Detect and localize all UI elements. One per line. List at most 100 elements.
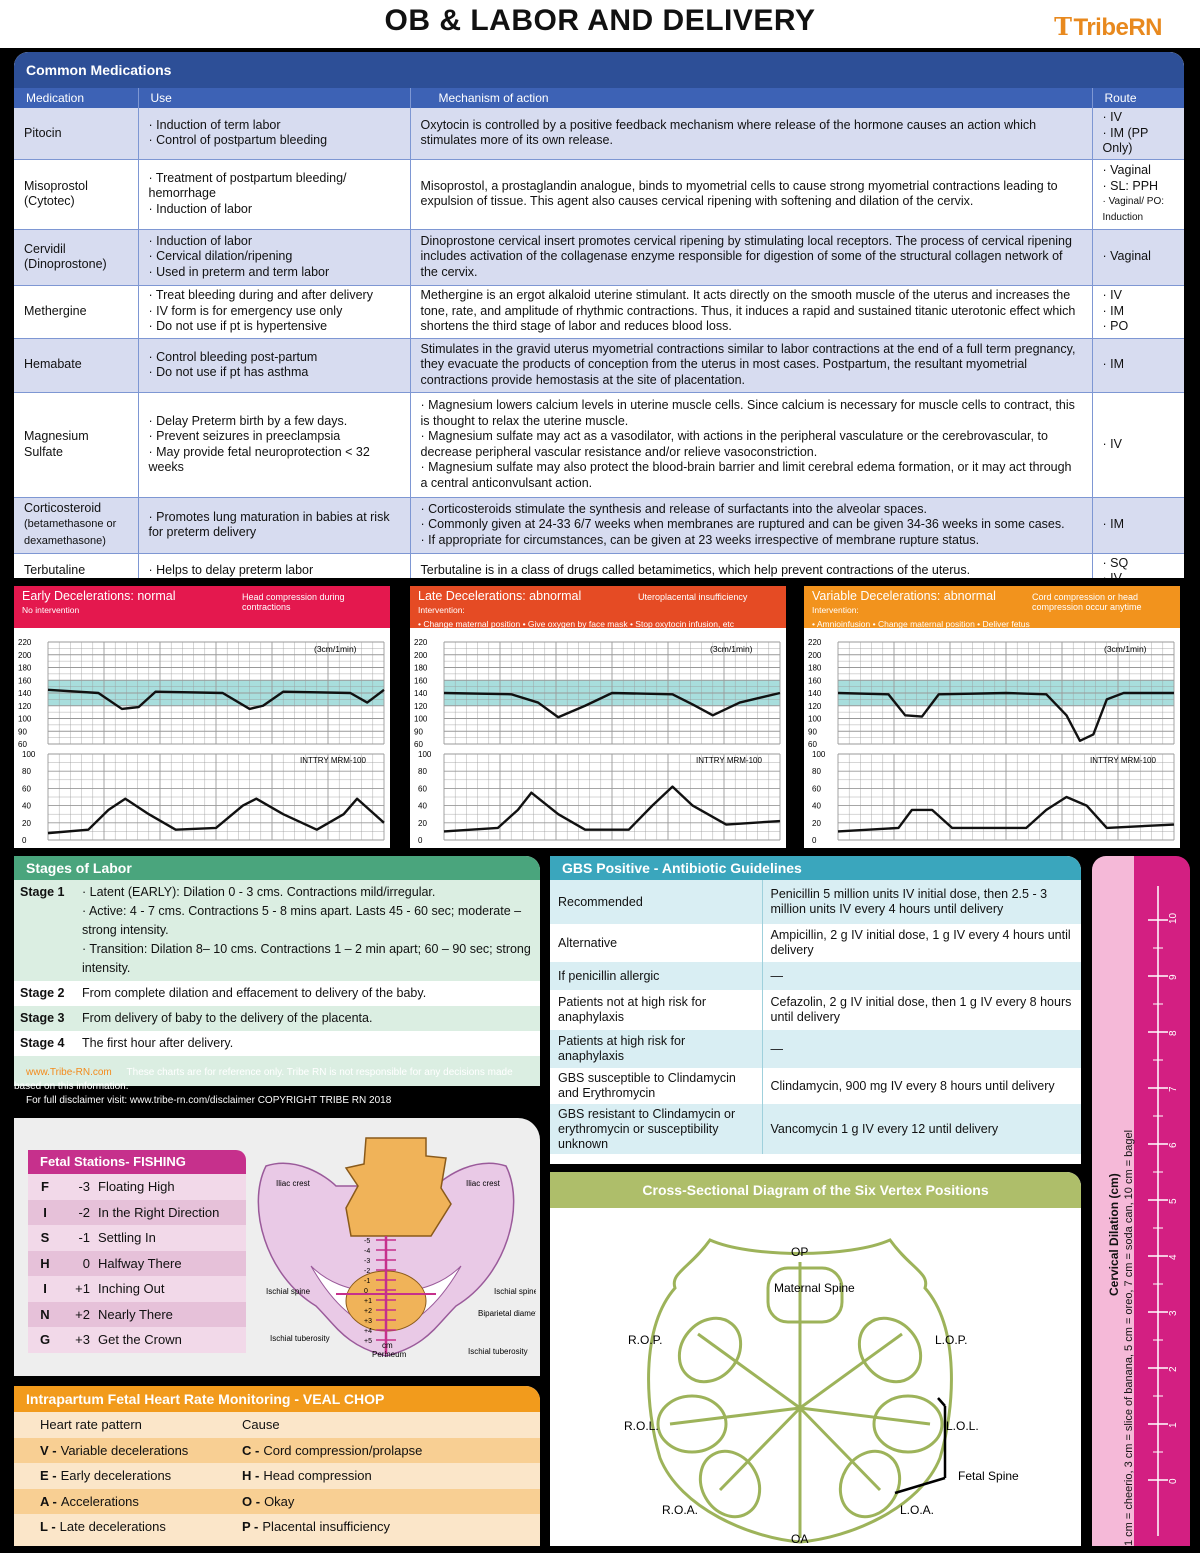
page-title: OB & LABOR AND DELIVERY: [384, 4, 816, 37]
use-item: Do not use if pt is hypertensive: [149, 319, 400, 335]
cause-key: H -: [242, 1468, 260, 1484]
disclaimer: www.Tribe-RN.com These charts are for re…: [14, 1066, 540, 1108]
station-tick-label: +4: [364, 1328, 372, 1335]
rop-head: [677, 1316, 743, 1384]
route-cell: IM: [1092, 497, 1184, 554]
label-loa: L.O.A.: [900, 1503, 934, 1517]
medication-name-cell: Misoprostol (Cytotec): [14, 159, 139, 230]
medication-name: Magnesium Sulfate: [24, 429, 89, 459]
uc-tick-label: 100: [418, 750, 432, 759]
medication-name-cell: Methergine: [14, 285, 139, 339]
strip-cause: Head compression during contractions: [242, 592, 345, 612]
use-item: Control of postpartum bleeding: [149, 133, 400, 149]
gbs-condition: If penicillin allergic: [550, 962, 763, 990]
logo-text: TribeRN: [1073, 14, 1162, 41]
fhr-tick-label: 90: [808, 727, 817, 736]
fhr-tick-label: 180: [18, 664, 32, 673]
cause-text: Cord compression/prolapse: [263, 1442, 423, 1458]
use-item: Induction of labor: [149, 234, 400, 250]
ruler-tick-label: 1: [1168, 1422, 1179, 1428]
loa-line: [798, 1406, 882, 1492]
station-number: +2: [75, 1306, 90, 1322]
use-item: Do not use if pt has asthma: [149, 365, 400, 381]
fhr-tick-label: 120: [414, 702, 428, 711]
route-item: Vaginal: [1103, 249, 1175, 265]
fhr-tick-label: 140: [414, 689, 428, 698]
use-item: Induction of term labor: [149, 118, 400, 134]
uc-trace: [837, 795, 1175, 833]
uc-tick-label: 80: [812, 767, 821, 776]
stages-of-labor-section: Stages of Labor Stage 1· Latent (EARLY):…: [14, 856, 540, 1086]
uc-tick-label: 0: [418, 836, 423, 845]
station-number: +3: [75, 1332, 90, 1348]
use-cell: Delay Preterm birth by a few days.Preven…: [138, 392, 411, 498]
gbs-treatment: Vancomycin 1 g IV every 12 until deliver…: [762, 1104, 1081, 1154]
label-iliac-crest-2: Iliac crest: [466, 1179, 501, 1188]
route-item: IV: [1103, 571, 1175, 578]
mechanism-cell: Terbutaline is in a class of drugs calle…: [410, 553, 1093, 578]
route-item: IV: [1103, 288, 1175, 304]
mechanism-text: Methergine is an ergot alkaloid uterine …: [420, 288, 1076, 334]
strip-intervention: Intervention:: [418, 605, 465, 615]
station-letter: F: [41, 1179, 49, 1195]
station-text: Settling In: [98, 1230, 156, 1246]
strip-cause: Uteroplacental insufficiency: [638, 592, 748, 602]
use-item: Control bleeding post-partum: [149, 350, 400, 366]
strip-cause: Cord compression or head compression occ…: [1032, 592, 1142, 612]
medication-row: HemabateControl bleeding post-partumDo n…: [14, 338, 1184, 393]
cause-cell: C -Cord compression/prolapse: [232, 1437, 540, 1463]
route-item: PO: [1103, 319, 1175, 335]
medication-row: MethergineTreat bleeding during and afte…: [14, 285, 1184, 339]
medication-name: Methergine: [24, 303, 87, 318]
medication-name-cell: Hemabate: [14, 338, 139, 393]
col-header: Route: [1092, 88, 1184, 108]
strip-intervention-detail: • Change maternal position • Give oxygen…: [418, 619, 735, 629]
route-cell: IV: [1092, 392, 1184, 498]
mechanism-cell: Methergine is an ergot alkaloid uterine …: [410, 285, 1093, 339]
medication-name: Misoprostol (Cytotec): [24, 178, 88, 209]
uc-tick-label: 60: [812, 784, 821, 793]
cause-text: Okay: [264, 1493, 295, 1509]
tribe-link[interactable]: www.Tribe-RN.com: [26, 1067, 112, 1078]
medication-name: Cervidil (Dinoprostone): [24, 241, 107, 272]
section-title: Cross-Sectional Diagram of the Six Verte…: [550, 1172, 1081, 1208]
tribern-logo: TTribeRN: [1054, 12, 1162, 42]
use-item: May provide fetal neuroprotection < 32 w…: [149, 445, 400, 476]
cause-cell: P -Placental insufficiency: [232, 1514, 540, 1540]
stage-description: The first hour after delivery.: [76, 1031, 540, 1056]
ruler-band-dark: [1134, 856, 1190, 1546]
sacrum: [344, 1137, 452, 1237]
ruler-tick-label: 6: [1168, 1142, 1179, 1148]
fhr-tick-label: 180: [414, 664, 428, 673]
gbs-condition: Recommended: [550, 880, 763, 924]
label-ischial-tuberosity-2: Ischial tuberosity: [468, 1347, 528, 1356]
gbs-treatment: Penicillin 5 million units IV initial do…: [762, 880, 1081, 924]
route-item: IM: [1103, 357, 1175, 373]
uc-tick-label: 20: [418, 819, 427, 828]
strip-title: Variable Decelerations: abnormal: [812, 589, 996, 603]
station-text: Inching Out: [98, 1281, 165, 1297]
route-list: IM: [1103, 517, 1175, 533]
gbs-row: GBS susceptible to Clindamycin and Eryth…: [550, 1068, 1081, 1104]
use-list: Delay Preterm birth by a few days.Preven…: [149, 414, 400, 476]
route-list: VaginalSL: PPHVaginal/ PO: Induction: [1103, 163, 1175, 225]
disclaimer-text-2: For full disclaimer visit: www.tribe-rn.…: [26, 1095, 392, 1106]
use-list: Induction of laborCervical dilation/ripe…: [149, 234, 400, 281]
pattern-cell: A -Accelerations: [14, 1488, 232, 1514]
use-item: Used in preterm and term labor: [149, 265, 400, 281]
mechanism-cell: Dinoprostone cervical insert promotes ce…: [410, 229, 1093, 286]
strip-scale: (3cm/1min): [1104, 644, 1147, 654]
medication-row: Corticosteroid(betamethasone or dexameth…: [14, 497, 1184, 554]
use-item: Helps to delay preterm labor: [149, 563, 400, 578]
station-ticks: -5-4-3-2-10+1+2+3+4+5: [364, 1238, 396, 1345]
use-cell: Control bleeding post-partumDo not use i…: [138, 338, 411, 393]
gbs-treatment: —: [762, 1030, 1081, 1068]
